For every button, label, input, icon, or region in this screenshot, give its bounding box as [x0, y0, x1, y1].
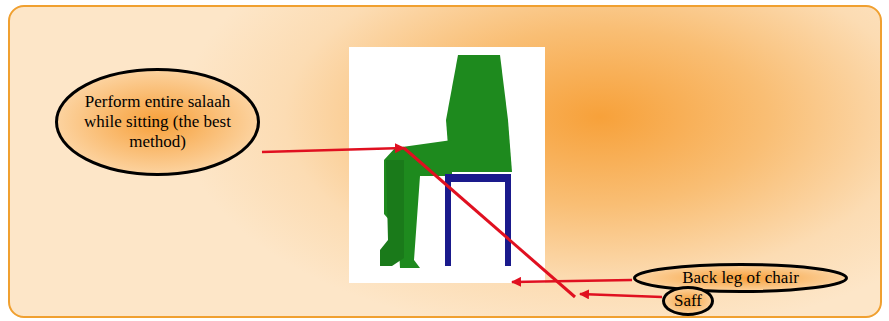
leader-arrow [262, 148, 404, 152]
callout-ellipse: Perform entire salaah while sitting (the… [55, 68, 260, 176]
callout-ellipse: Saff [662, 286, 714, 316]
chair [445, 174, 511, 266]
picture-panel [349, 47, 545, 283]
saff-line [404, 148, 575, 297]
callout-text: Perform entire salaah while sitting (the… [83, 92, 233, 152]
leader-arrow [512, 280, 632, 282]
callout-ellipse: Back leg of chair [633, 263, 848, 293]
sitting-figure [380, 55, 512, 268]
callout-text: Saff [674, 291, 702, 311]
leader-arrow [580, 294, 662, 297]
callout-text: Back leg of chair [682, 268, 799, 288]
